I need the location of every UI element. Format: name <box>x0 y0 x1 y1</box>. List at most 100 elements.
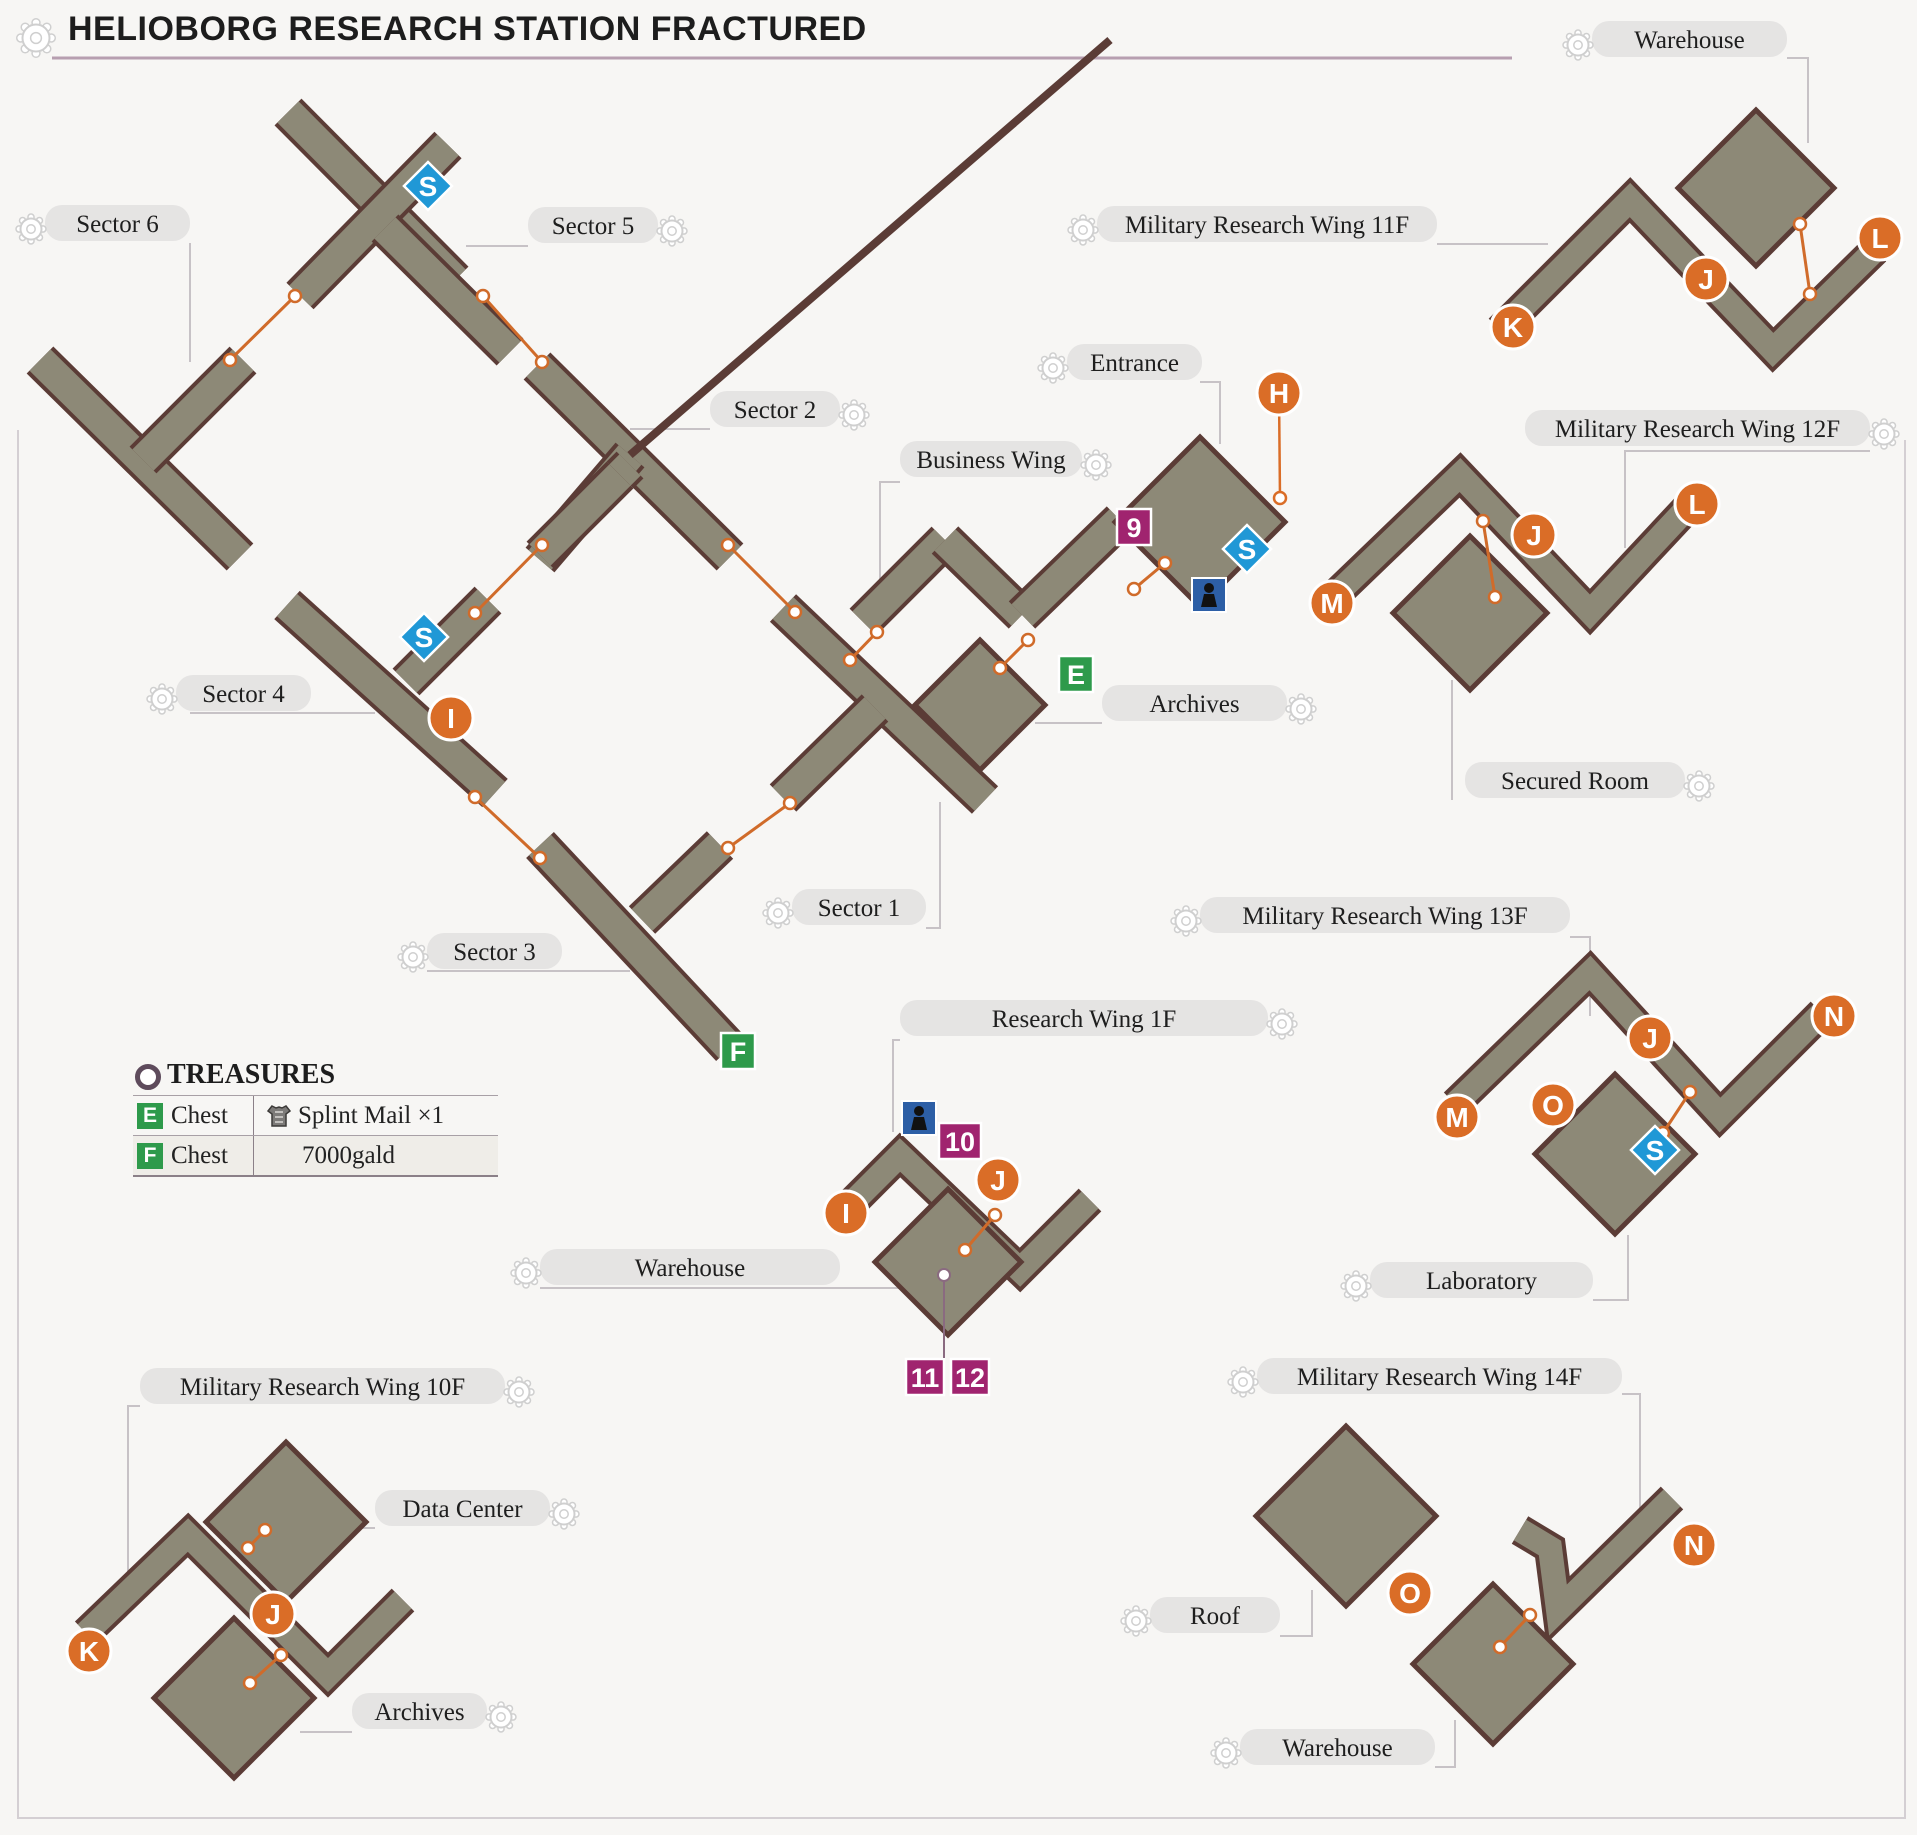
event-marker-10: 10 <box>937 1121 983 1161</box>
area-label-text: Entrance <box>1090 350 1179 377</box>
area-label-text: Business Wing <box>916 447 1066 474</box>
area-label-military-research-wing-10f: Military Research Wing 10F <box>140 1368 535 1408</box>
gear-icon <box>510 1257 542 1289</box>
treasure-kind: Chest <box>171 1141 228 1169</box>
gear-icon <box>1120 1605 1152 1637</box>
connector-line <box>1798 223 1812 295</box>
floor-corridor <box>772 597 996 811</box>
treasure-heading: TREASURES <box>133 1055 498 1095</box>
svg-text:J: J <box>1698 264 1714 295</box>
area-label-text: Military Research Wing 14F <box>1297 1364 1582 1391</box>
label-pill <box>1465 762 1685 798</box>
leader-line <box>1200 381 1221 444</box>
connector-line <box>473 795 542 860</box>
treasure-contents: 7000gald <box>302 1141 396 1169</box>
ring-icon <box>135 1064 161 1090</box>
connector-node <box>1126 581 1142 597</box>
area-label-warehouse: Warehouse <box>510 1249 840 1289</box>
svg-text:I: I <box>842 1198 850 1229</box>
area-label-roof: Roof <box>1120 1597 1280 1637</box>
svg-text:S: S <box>415 622 434 653</box>
area-label-text: Research Wing 1F <box>992 1006 1177 1033</box>
leader-line <box>1593 1235 1629 1301</box>
leader-line <box>1624 450 1870 548</box>
svg-text:I: I <box>447 703 455 734</box>
connector-line <box>1481 520 1497 598</box>
area-label-research-wing-1f: Research Wing 1F <box>900 1000 1298 1040</box>
gear-icon <box>1170 905 1202 937</box>
gear-icon <box>15 17 57 59</box>
svg-text:J: J <box>1642 1023 1658 1054</box>
exit-marker-l: L <box>1673 480 1721 528</box>
leader-line <box>127 1405 140 1612</box>
connector-node <box>534 354 550 370</box>
connector-node <box>467 789 483 805</box>
connector-node <box>467 605 483 621</box>
svg-text:9: 9 <box>1126 513 1141 543</box>
exit-marker-j: J <box>1626 1014 1674 1062</box>
gear-icon <box>548 1498 580 1530</box>
svg-text:K: K <box>1503 312 1523 343</box>
area-label-text: Sector 5 <box>552 213 635 240</box>
leader-line <box>1622 1393 1641 1548</box>
npc-icon <box>1191 577 1227 613</box>
label-pill <box>1592 21 1787 57</box>
connector-line <box>473 543 544 615</box>
event-marker-11: 11 <box>904 1357 946 1397</box>
gear-icon <box>838 399 870 431</box>
treasure-contents: Splint Mail ×1 <box>298 1101 445 1129</box>
area-label-warehouse: Warehouse <box>1210 1729 1435 1769</box>
exit-marker-m: M <box>1433 1093 1481 1141</box>
connector-line <box>963 1214 997 1251</box>
gear-icon <box>1868 418 1900 450</box>
area-label-archives: Archives <box>1102 685 1317 725</box>
connector-node <box>1492 1639 1508 1655</box>
svg-text:O: O <box>1542 1090 1564 1121</box>
treasure-kind: Chest <box>171 1101 228 1129</box>
svg-text:S: S <box>1646 1135 1665 1166</box>
svg-text:10: 10 <box>945 1127 975 1157</box>
label-pill <box>792 889 926 925</box>
event-node <box>937 1268 951 1282</box>
connector-node <box>869 624 885 640</box>
event-marker-9: 9 <box>1115 507 1153 547</box>
connector-node <box>1487 589 1503 605</box>
connector-node <box>534 537 550 553</box>
area-label-text: Military Research Wing 13F <box>1242 903 1527 930</box>
floor-room <box>150 1614 318 1782</box>
floor-room <box>1252 1422 1440 1610</box>
connector-node <box>257 1522 273 1538</box>
area-label-data-center: Data Center <box>375 1490 580 1530</box>
floor-corridor <box>852 529 956 633</box>
svg-text:J: J <box>990 1165 1006 1196</box>
svg-text:F: F <box>730 1037 747 1067</box>
armor-icon <box>266 1103 292 1129</box>
area-label-military-research-wing-11f: Military Research Wing 11F <box>1067 206 1437 246</box>
chest-marker-e: E <box>1057 654 1095 694</box>
area-label-text: Sector 2 <box>734 397 817 424</box>
area-label-text: Military Research Wing 10F <box>180 1374 465 1401</box>
floor-corridor <box>276 593 506 805</box>
floor-corridor <box>631 834 731 931</box>
area-label-text: Sector 3 <box>453 939 536 966</box>
svg-text:K: K <box>79 1636 99 1667</box>
connector-node <box>1682 1084 1698 1100</box>
area-label-text: Sector 4 <box>202 681 285 708</box>
floor-corridor <box>1513 1489 1681 1636</box>
save-point-marker: S <box>1221 523 1273 575</box>
label-pill <box>375 1490 550 1526</box>
connector-node <box>1020 632 1036 648</box>
label-pill <box>427 933 562 969</box>
svg-text:L: L <box>1688 489 1705 520</box>
area-label-business-wing: Business Wing <box>900 441 1112 481</box>
area-label-text: Laboratory <box>1426 1268 1538 1295</box>
area-label-text: Warehouse <box>1634 27 1744 54</box>
svg-text:M: M <box>1320 588 1343 619</box>
svg-text:H: H <box>1269 378 1289 409</box>
floor-corridor <box>772 697 886 809</box>
area-label-text: Military Research Wing 11F <box>1125 212 1409 239</box>
exit-marker-o: O <box>1386 1569 1434 1617</box>
gear-icon <box>1340 1270 1372 1302</box>
connector-node <box>1802 286 1818 302</box>
event-marker-12: 12 <box>949 1357 991 1397</box>
